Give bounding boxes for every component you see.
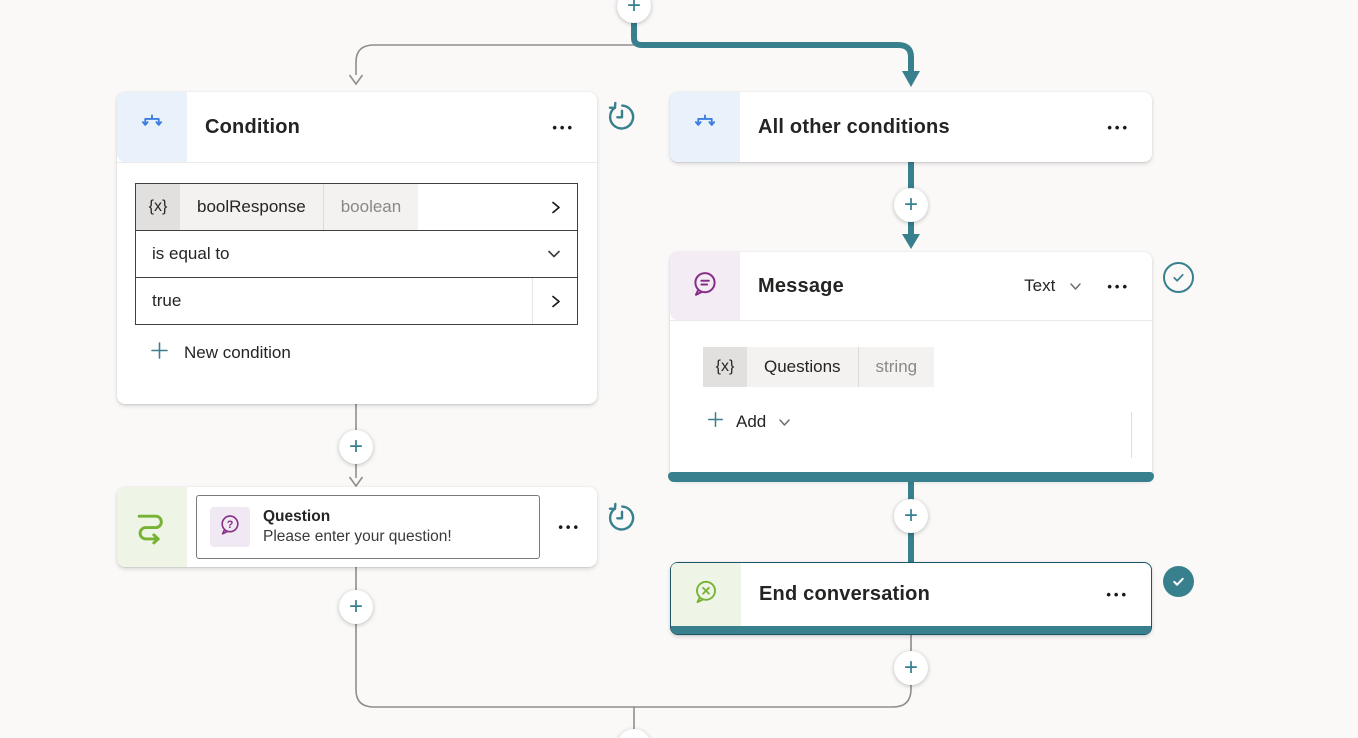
plus-icon: + [348,433,363,460]
arrowhead-question [348,476,364,488]
checkmark-icon [1173,577,1184,586]
add-label: Add [736,412,767,431]
new-condition-label: New condition [184,343,291,362]
question-text-block: Question Please enter your question! [263,507,452,547]
branch-icon [690,110,720,145]
operator-label: is equal to [152,244,230,263]
arrowhead-all-other [902,71,920,87]
check-badge-message[interactable] [1163,262,1194,293]
message-node[interactable]: Message Text ••• {x} Questions string Ad… [668,252,1154,482]
insert-node-button-end[interactable]: + [894,651,928,685]
question-node[interactable]: ? Question Please enter your question! •… [117,487,597,567]
branch-icon-cell [670,92,740,162]
more-menu-button[interactable]: ••• [1106,587,1129,602]
message-bottom-accent [668,472,1154,482]
variable-pill[interactable]: {x} boolResponse boolean [136,184,419,230]
plus-icon: + [348,593,363,620]
connector-top-to-all-other [631,14,914,72]
variable-type: boolean [322,184,419,230]
condition-node[interactable]: Condition ••• {x} boolResponse boolean i… [117,92,597,404]
message-icon-cell [670,252,740,320]
all-other-conditions-node[interactable]: All other conditions ••• [670,92,1152,162]
variable-type: string [857,347,935,387]
plus-icon: + [627,734,641,738]
chevron-down-icon [1068,279,1083,294]
plus-icon [150,341,169,365]
variable-row[interactable]: {x} boolResponse boolean [135,183,578,231]
connector-top-to-condition [355,44,634,75]
check-badge-end[interactable] [1163,566,1194,597]
question-prompt: Please enter your question! [263,528,452,545]
scrollbar-track[interactable] [1131,412,1132,458]
node-title: Condition [205,115,301,138]
message-icon [689,268,721,305]
svg-text:?: ? [227,518,234,530]
more-menu-button[interactable]: ••• [558,519,581,535]
variable-name: Questions [747,347,858,387]
new-condition-button[interactable]: New condition [150,341,578,365]
chevron-right-icon [551,295,560,307]
variable-token: {x} [136,184,180,230]
more-menu-button[interactable]: ••• [1107,278,1130,294]
question-inner-card[interactable]: ? Question Please enter your question! [196,495,540,559]
branch-icon-cell [117,92,187,162]
variable-name: boolResponse [180,184,323,230]
all-other-header[interactable]: All other conditions ••• [670,92,1152,162]
question-header[interactable] [117,487,597,567]
message-variable-chip[interactable]: {x} Questions string [703,347,935,387]
insert-node-button-condition[interactable]: + [339,430,373,464]
end-bottom-accent [671,626,1151,634]
message-mode-dropdown[interactable]: Text [1024,276,1056,295]
question-bubble-icon: ? [217,512,243,543]
value-text: true [152,291,182,310]
goto-icon [130,503,174,552]
node-title: Message [758,274,844,297]
end-conversation-node[interactable]: End conversation ••• [670,562,1152,635]
branch-icon [137,110,167,145]
condition-body: {x} boolResponse boolean is equal to tru… [117,163,597,365]
arrowhead-condition [348,74,364,86]
plus-icon: + [903,654,918,681]
chevron-down-icon [545,245,563,263]
end-header[interactable]: End conversation ••• [671,563,1151,626]
plus-icon: + [626,0,641,19]
change-history-button[interactable] [605,100,639,134]
insert-node-button-message[interactable]: + [894,499,928,533]
plus-icon: + [903,502,918,529]
end-conversation-icon [691,577,721,612]
end-icon-cell [671,563,741,626]
insert-node-button-all-other[interactable]: + [894,188,928,222]
chevron-right-icon [547,199,564,216]
message-header[interactable]: Message Text ••• [670,252,1152,321]
history-clock-icon [608,502,635,531]
more-menu-button[interactable]: ••• [552,119,575,135]
insert-node-button-question[interactable]: + [339,590,373,624]
value-row[interactable]: true [135,277,578,325]
change-history-button[interactable] [605,501,639,535]
value-nav-button[interactable] [532,278,577,324]
insert-node-button-bottom[interactable]: + [617,729,651,738]
arrowhead-message [902,234,920,249]
question-title: Question [263,507,331,525]
add-button[interactable]: Add [707,411,1152,433]
condition-header[interactable]: Condition ••• [117,92,597,163]
variable-token: {x} [703,347,747,387]
checkmark-icon [1173,273,1184,282]
node-title: All other conditions [758,115,950,138]
plus-icon: + [903,191,918,218]
question-bubble-icon-cell: ? [210,507,250,547]
history-clock-icon [608,101,635,130]
node-title: End conversation [759,583,931,605]
plus-icon [707,411,724,433]
chevron-down-icon [777,415,792,430]
goto-icon-cell [117,487,187,567]
more-menu-button[interactable]: ••• [1107,119,1130,135]
operator-dropdown[interactable]: is equal to [135,230,578,278]
insert-node-button-top[interactable]: + [617,0,651,23]
